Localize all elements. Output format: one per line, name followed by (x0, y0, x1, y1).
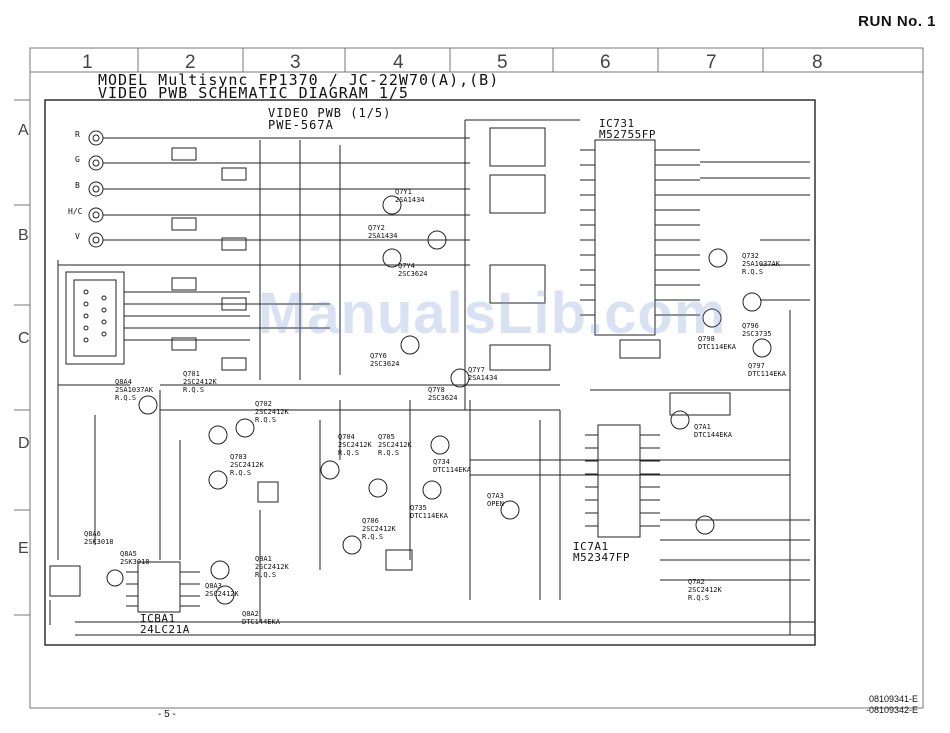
column-label-7: 7 (706, 52, 717, 73)
document-number-1: 08109341-E (868, 694, 918, 704)
column-label-1: 1 (82, 52, 93, 73)
model-title: MODEL Multisync FP1370 / JC-22W70(A),(B) (98, 71, 500, 89)
icba1-ref: ICBA1 (140, 612, 176, 625)
column-label-2: 2 (185, 52, 196, 73)
row-label-d: D (18, 435, 30, 452)
ic731-ref: IC731 (599, 117, 635, 130)
watermark: ManualsLib.com (258, 281, 727, 346)
run-number: RUN No. 1 (858, 13, 936, 30)
row-label-b: B (18, 227, 29, 244)
column-label-3: 3 (290, 52, 301, 73)
row-label-e: E (18, 540, 29, 557)
input-label-v: V (75, 232, 80, 241)
ic7a1-part: M52347FP (573, 551, 630, 564)
row-label-a: A (18, 122, 29, 139)
column-label-6: 6 (600, 52, 611, 73)
board-code: PWE-567A (268, 118, 334, 132)
document-number-2: -08109342-E (865, 705, 918, 715)
column-label-8: 8 (812, 52, 823, 73)
input-label-b: B (75, 181, 80, 190)
icba1-part: 24LC21A (140, 623, 190, 636)
ic731-part: M52755FP (599, 128, 656, 141)
input-label-hc: H/C (68, 207, 83, 216)
column-label-4: 4 (393, 52, 404, 73)
board-name: VIDEO PWB (1/5) (268, 106, 392, 120)
page-number: - 5 - (158, 709, 176, 720)
ic7a1-ref: IC7A1 (573, 540, 609, 553)
schematic-title: VIDEO PWB SCHEMATIC DIAGRAM 1/5 (98, 84, 409, 102)
column-label-5: 5 (497, 52, 508, 73)
row-label-c: C (18, 330, 30, 347)
input-label-r: R (75, 130, 80, 139)
input-label-g: G (75, 155, 80, 164)
